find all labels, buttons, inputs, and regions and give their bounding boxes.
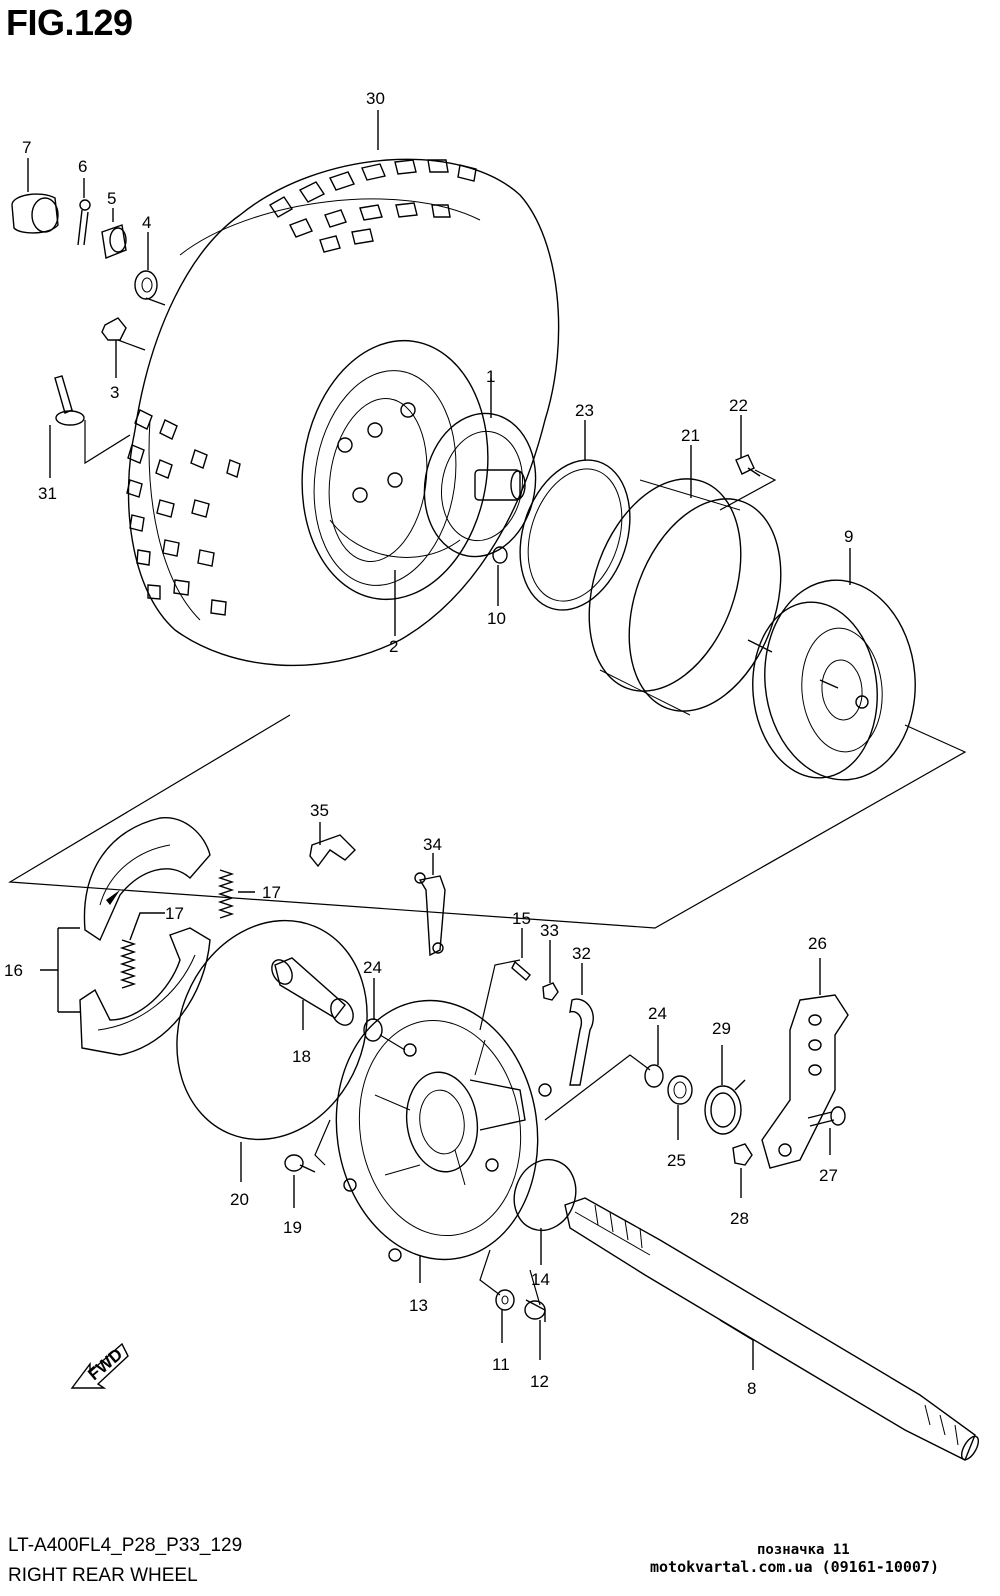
callout-11: 11 (492, 1355, 510, 1374)
wheel-hub (423, 412, 537, 558)
brake-panel (335, 999, 552, 1262)
brake-shoe-upper (83, 817, 211, 942)
callout-29: 29 (712, 1019, 731, 1038)
cotter-pin (77, 199, 91, 246)
brake-drum (747, 579, 916, 781)
callout-35: 35 (310, 801, 329, 820)
callout-18: 18 (292, 1047, 311, 1066)
nut (101, 317, 127, 341)
stamp-site: motokvartal.com.ua (09161-10007) (650, 1558, 939, 1576)
callout-9: 9 (844, 527, 853, 546)
callout-23: 23 (575, 401, 594, 420)
circlip (513, 1158, 577, 1232)
callout-8: 8 (747, 1379, 756, 1398)
wheel-rim (301, 339, 489, 601)
leader-lines (27, 110, 851, 1370)
brake-cam-lever (761, 994, 849, 1169)
breather-hose (569, 998, 594, 1086)
seal-ring (519, 459, 631, 611)
callout-1: 1 (486, 367, 495, 386)
tire (126, 158, 560, 667)
dowel-pin (511, 960, 531, 982)
drum-cover (588, 478, 782, 716)
callout-10: 10 (487, 609, 506, 628)
callout-7: 7 (22, 138, 31, 157)
callout-5: 5 (107, 189, 116, 208)
clip (309, 834, 356, 868)
callout-34: 34 (423, 835, 442, 854)
callout-16: 16 (4, 961, 23, 980)
fwd-arrow-icon (70, 1342, 129, 1389)
callout-22: 22 (729, 396, 748, 415)
bolt (735, 454, 761, 477)
callout-33: 33 (540, 921, 559, 940)
callout-12: 12 (530, 1372, 549, 1391)
lever-nut (732, 1143, 753, 1166)
castle-nut (101, 224, 127, 259)
callout-numbers: 30 7 6 5 4 3 31 1 2 10 23 21 22 9 35 34 … (4, 89, 853, 1398)
callout-13: 13 (409, 1296, 428, 1315)
washer (134, 270, 158, 300)
figure-title: FIG.129 (6, 2, 133, 43)
sealing-ring (176, 919, 368, 1141)
callout-31: 31 (38, 484, 57, 503)
valve-stem (54, 375, 85, 426)
callout-21: 21 (681, 426, 700, 445)
callout-28: 28 (730, 1209, 749, 1228)
callout-24b: 24 (648, 1004, 667, 1023)
callout-25: 25 (667, 1151, 686, 1170)
brake-camshaft (271, 957, 354, 1026)
spring-lower (119, 939, 137, 989)
panel-bolt (284, 1154, 316, 1173)
cap (11, 193, 59, 234)
o-ring (492, 546, 508, 564)
washer-small (495, 1289, 515, 1311)
callout-4: 4 (142, 213, 151, 232)
lever-bolt (807, 1106, 846, 1127)
model-code: LT-A400FL4_P28_P33_129 (8, 1535, 243, 1556)
o-ring-lever (644, 1064, 664, 1088)
callout-20: 20 (230, 1190, 249, 1209)
hex-nut-small (542, 982, 559, 1001)
washer-lever (667, 1075, 693, 1105)
callout-14: 14 (531, 1270, 550, 1289)
callout-19: 19 (283, 1218, 302, 1237)
stamp-label: позначка 11 (757, 1542, 850, 1558)
brake-shoe-lower (79, 927, 211, 1056)
rear-axle-shaft (564, 1197, 980, 1461)
callout-6: 6 (78, 157, 87, 176)
callout-3: 3 (110, 383, 119, 402)
flange-bolt (524, 1299, 546, 1322)
callout-15: 15 (512, 909, 531, 928)
callout-27: 27 (819, 1166, 838, 1185)
spring-upper (217, 869, 235, 919)
callout-24a: 24 (363, 958, 382, 977)
callout-30: 30 (366, 89, 385, 108)
brake-link-rod (414, 872, 446, 957)
callout-26: 26 (808, 934, 827, 953)
return-spring (704, 1079, 746, 1135)
assembly-name: RIGHT REAR WHEEL (8, 1565, 198, 1586)
callout-32: 32 (572, 944, 591, 963)
o-ring-camshaft (363, 1018, 383, 1042)
callout-17a: 17 (262, 883, 281, 902)
callout-2: 2 (389, 637, 398, 656)
callout-17b: 17 (165, 904, 184, 923)
